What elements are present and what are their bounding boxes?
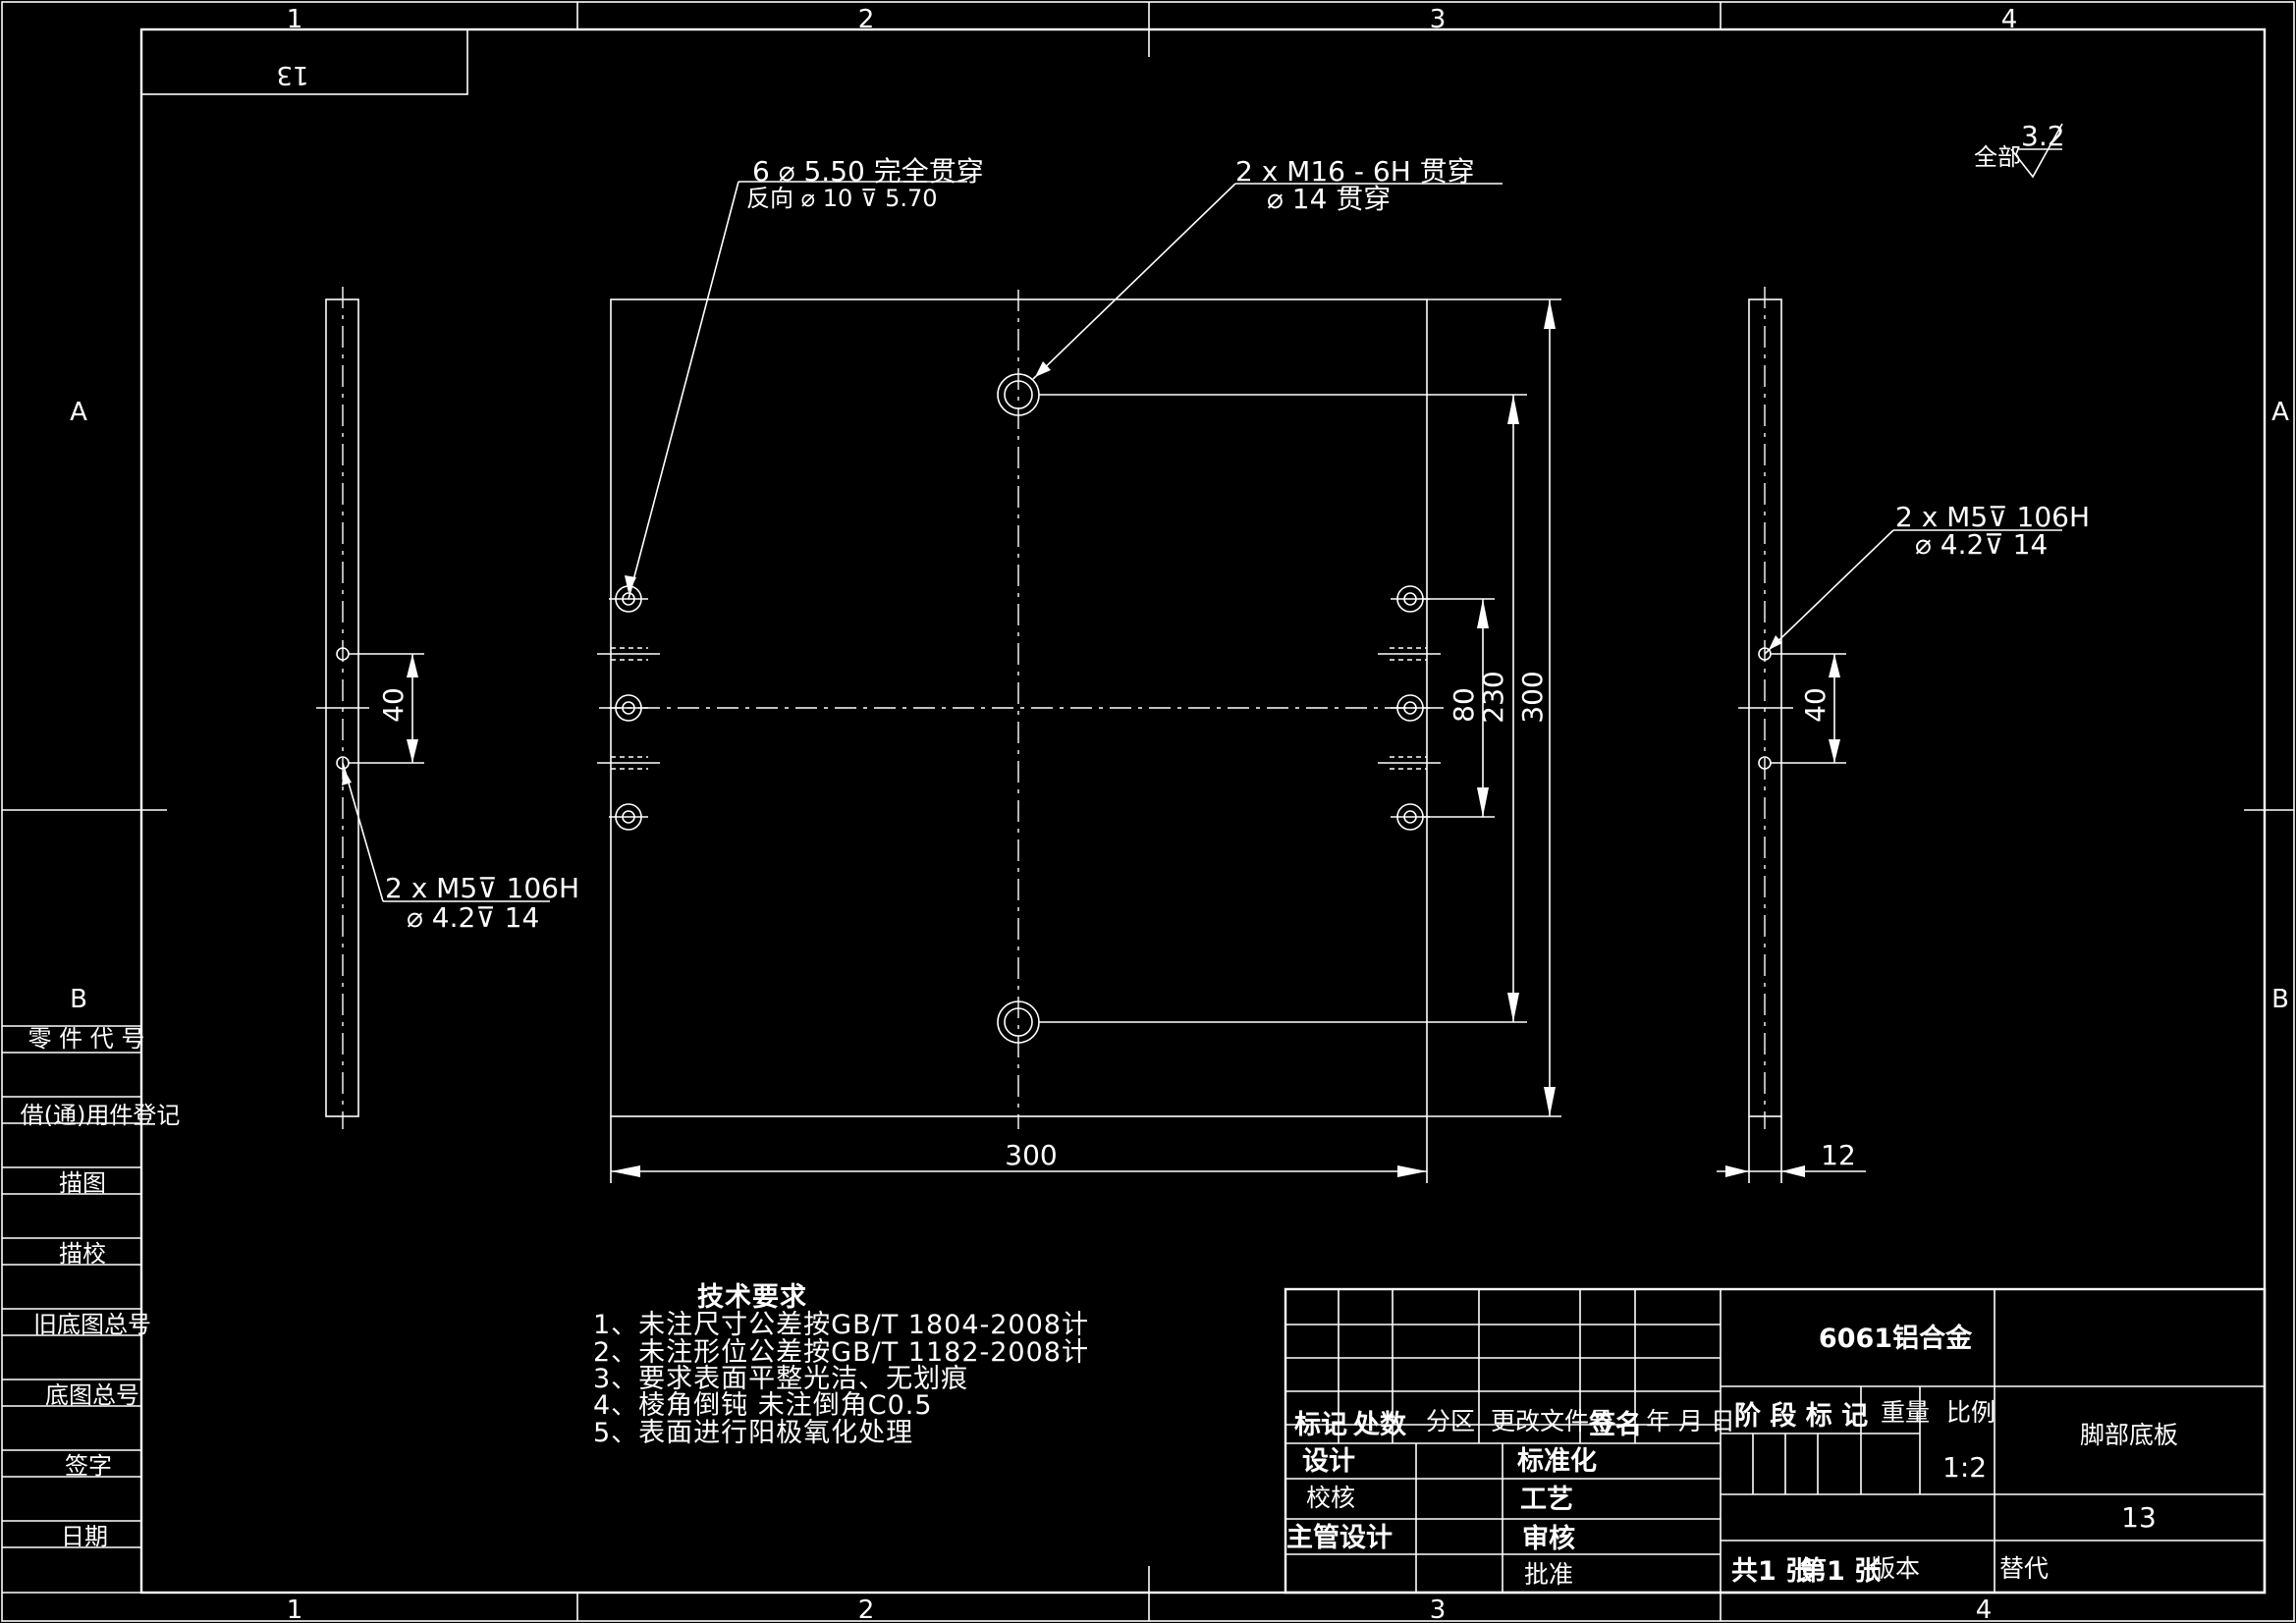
tb-hdr-count: 处数 bbox=[1352, 1410, 1407, 1440]
callout-left-side-line1: 2 x M5⊽ 106H bbox=[385, 872, 579, 904]
left-side-view: 40 bbox=[316, 287, 424, 1129]
callout-center-line1: 2 x M16 - 6H 贯穿 bbox=[1235, 155, 1475, 188]
tb-hdr-date: 年 月 日 bbox=[1646, 1407, 1735, 1435]
tb-drawing-no: 13 bbox=[2121, 1501, 2157, 1534]
tb-process: 工艺 bbox=[1520, 1485, 1573, 1515]
main-dimensions: 300 300 230 80 bbox=[610, 298, 1561, 1183]
callout-left-side: 2 x M5⊽ 106H ⌀ 4.2⊽ 14 bbox=[342, 762, 579, 934]
dim-thickness-12: 12 bbox=[1821, 1139, 1856, 1171]
record-borrowed-register: 借(通)用件登记 bbox=[21, 1102, 181, 1129]
callout-left-line1: 6 ⌀ 5.50 完全贯穿 bbox=[752, 155, 984, 188]
tb-stage-mark: 阶 段 标 记 bbox=[1734, 1401, 1868, 1432]
tb-standardization: 标准化 bbox=[1517, 1446, 1597, 1477]
record-tracing: 描图 bbox=[59, 1169, 106, 1197]
zone-labels: 1 2 3 4 1 2 3 4 A B A B 13 bbox=[70, 5, 2289, 1623]
record-part-code: 零 件 代 号 bbox=[28, 1025, 145, 1053]
zone-col-top-1: 1 bbox=[287, 5, 303, 34]
callout-left-side-line2: ⌀ 4.2⊽ 14 bbox=[407, 901, 539, 934]
zone-row-left-a: A bbox=[70, 398, 87, 427]
tech-requirement-1: 1、未注尺寸公差按GB/T 1804-2008计 bbox=[593, 1310, 1089, 1340]
tech-requirements-title: 技术要求 bbox=[697, 1282, 807, 1313]
tb-review: 审核 bbox=[1522, 1523, 1575, 1554]
dim-width-300: 300 bbox=[1005, 1139, 1057, 1171]
callout-right-side-line1: 2 x M5⊽ 106H bbox=[1895, 501, 2090, 533]
tb-design: 设计 bbox=[1302, 1446, 1355, 1477]
zone-col-bottom-4: 4 bbox=[1976, 1596, 1993, 1623]
dim-hole-pitch-80: 80 bbox=[1448, 687, 1480, 723]
callout-left-line2: 反向 ⌀ 10 ⊽ 5.70 bbox=[746, 185, 938, 212]
record-signature: 签字 bbox=[65, 1452, 112, 1480]
zone-row-left-b: B bbox=[70, 985, 87, 1014]
tb-version: 版本 bbox=[1871, 1554, 1920, 1583]
zone-col-bottom-1: 1 bbox=[287, 1596, 303, 1623]
tb-part-name: 脚部底板 bbox=[2080, 1421, 2178, 1449]
callout-right-side-line2: ⌀ 4.2⊽ 14 bbox=[1915, 528, 2048, 561]
tb-hdr-change-doc: 更改文件号 bbox=[1491, 1407, 1613, 1435]
main-plate-view bbox=[597, 290, 1444, 1129]
zone-col-bottom-3: 3 bbox=[1430, 1596, 1447, 1623]
surface-finish-value: 3.2 bbox=[2021, 120, 2065, 152]
tb-chief-design: 主管设计 bbox=[1286, 1523, 1393, 1553]
zone-col-top-4: 4 bbox=[2001, 5, 2018, 34]
tb-check: 校核 bbox=[1306, 1484, 1355, 1512]
record-date: 日期 bbox=[61, 1523, 108, 1550]
tb-hdr-zone: 分区 bbox=[1426, 1407, 1475, 1435]
surface-finish-label: 全部 bbox=[1974, 143, 2021, 171]
zone-row-right-b: B bbox=[2271, 985, 2289, 1014]
corner-box-number: 13 bbox=[276, 60, 308, 89]
zone-col-top-3: 3 bbox=[1430, 5, 1447, 34]
callout-right-side: 2 x M5⊽ 106H ⌀ 4.2⊽ 14 bbox=[1764, 501, 2090, 655]
dim-hole-span-230: 230 bbox=[1477, 671, 1509, 723]
record-old-master-no: 旧底图总号 bbox=[33, 1311, 151, 1338]
tb-total-sheets: 共1 张 bbox=[1731, 1556, 1813, 1587]
callout-holes-left: 6 ⌀ 5.50 完全贯穿 反向 ⌀ 10 ⊽ 5.70 bbox=[625, 155, 984, 600]
tb-approve: 批准 bbox=[1524, 1560, 1573, 1589]
zone-col-top-2: 2 bbox=[858, 5, 875, 34]
dim-left-pitch-40: 40 bbox=[377, 687, 410, 723]
tech-requirement-5: 5、表面进行阳极氧化处理 bbox=[593, 1418, 913, 1448]
title-block: 标记 处数 分区 更改文件号 签名 年 月 日 设计 标准化 校核 工艺 主管设… bbox=[1284, 1287, 2267, 1595]
surface-finish-symbol: 全部 3.2 bbox=[1974, 120, 2065, 179]
tech-requirement-4: 4、棱角倒钝 未注倒角C0.5 bbox=[593, 1390, 933, 1421]
tb-material: 6061铝合金 bbox=[1819, 1323, 1973, 1354]
dim-right-pitch-40: 40 bbox=[1799, 687, 1831, 723]
callout-center-line2: ⌀ 14 贯穿 bbox=[1267, 183, 1391, 215]
tb-scale: 比例 bbox=[1946, 1398, 1995, 1427]
tb-weight: 重量 bbox=[1881, 1398, 1930, 1427]
dim-height-300: 300 bbox=[1516, 671, 1549, 723]
tech-requirement-3: 3、要求表面平整光洁、无划痕 bbox=[593, 1364, 968, 1394]
left-record-panel: 零 件 代 号 借(通)用件登记 描图 描校 旧底图总号 底图总号 签字 日期 bbox=[2, 1025, 181, 1594]
tb-sheet-no: 第1 张 bbox=[1800, 1555, 1882, 1587]
tb-hdr-mark: 标记 bbox=[1294, 1410, 1347, 1440]
zone-col-bottom-2: 2 bbox=[858, 1596, 875, 1623]
tb-hdr-signature: 签名 bbox=[1589, 1409, 1642, 1440]
tech-requirement-2: 2、未注形位公差按GB/T 1182-2008计 bbox=[593, 1337, 1089, 1368]
record-master-no: 底图总号 bbox=[45, 1381, 139, 1409]
callout-holes-center: 2 x M16 - 6H 贯穿 ⌀ 14 贯穿 bbox=[1032, 155, 1503, 380]
record-tracing-check: 描校 bbox=[59, 1240, 106, 1268]
right-side-view: 40 12 bbox=[1717, 287, 1866, 1183]
tb-scale-value: 1:2 bbox=[1942, 1451, 1987, 1484]
zone-row-right-a: A bbox=[2271, 398, 2289, 427]
tech-requirements: 技术要求 1、未注尺寸公差按GB/T 1804-2008计 2、未注形位公差按G… bbox=[593, 1282, 1089, 1448]
tb-replace: 替代 bbox=[1999, 1554, 2049, 1583]
